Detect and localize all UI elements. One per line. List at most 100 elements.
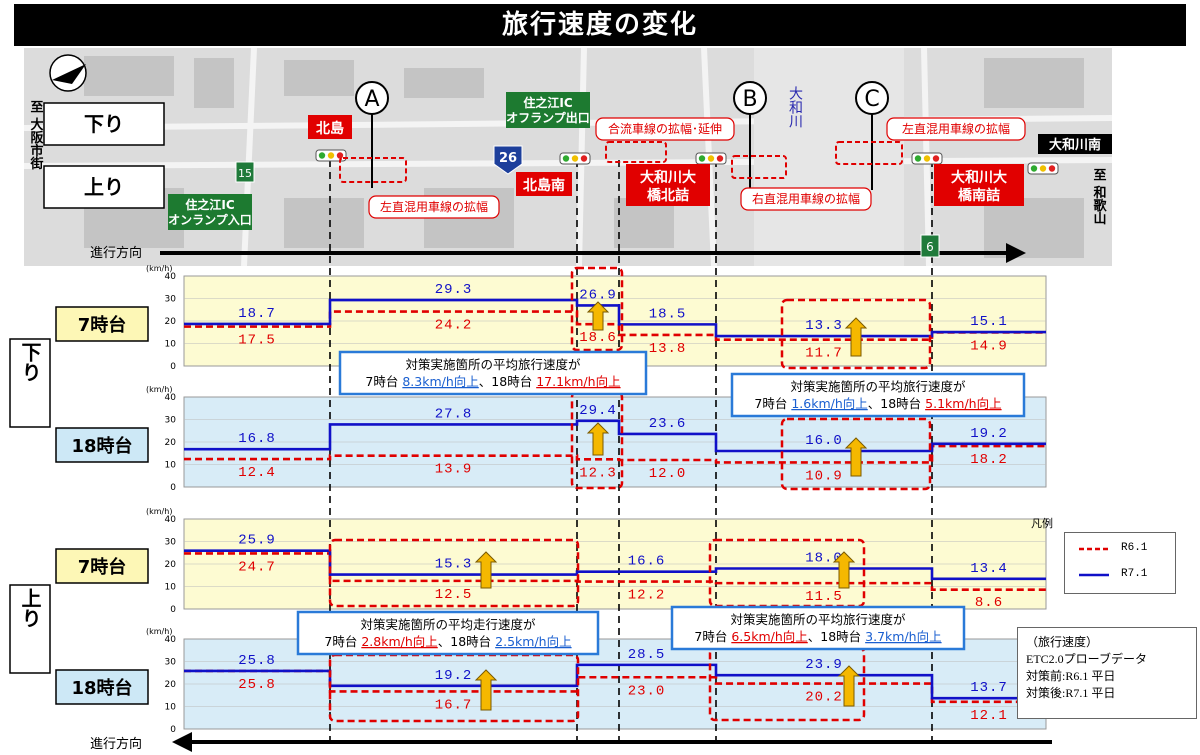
route-15-label: 15: [238, 167, 252, 180]
dest-right: 至 和歌山: [1091, 168, 1107, 226]
measure-area-highlight: [605, 141, 667, 163]
time-label-up-18-box: [55, 669, 149, 705]
annotation-value-18: 2.5km/h向上: [495, 634, 571, 649]
highlight-down7-c: [780, 298, 932, 370]
source-line-3: 対策前:R6.1 平日: [1026, 669, 1116, 683]
travel-direction-label-top: 進行方向: [90, 245, 142, 261]
annotation-value-7: 1.6km/h向上: [791, 396, 867, 411]
annotation-up-left-box: [296, 610, 600, 656]
signal-light: [1030, 165, 1038, 172]
y-tick-label: 30: [165, 658, 177, 668]
annotation-down-left-line1: 対策実施箇所の平均旅行速度が: [405, 357, 581, 372]
source-line-4: 対策後:R7.1 平日: [1026, 686, 1116, 700]
highlight-down18-c: [780, 417, 932, 491]
value-label-r7: 13.7: [970, 680, 1008, 696]
place-yamatogawa-minami-box: [1038, 134, 1112, 154]
ramp-off-label: 住之江IC: [523, 95, 572, 110]
value-label-r7: 28.5: [628, 647, 666, 663]
section-up-label: 上り: [18, 588, 42, 628]
measure-merge-box: [595, 117, 735, 141]
y-axis-unit: (km/h): [146, 627, 172, 636]
value-label-r7: 13.3: [805, 318, 843, 334]
measure-left-down: 左直混用車線の拡幅: [902, 121, 1010, 136]
annotation-prefix: 7時台: [694, 629, 731, 644]
value-label-r7: 27.8: [435, 406, 473, 422]
improve-arrow-icon: [474, 551, 498, 589]
signal-light: [318, 152, 326, 159]
value-label-r7: 25.8: [238, 653, 276, 669]
time-label-up-7: 7時台: [78, 556, 127, 578]
signal-light: [562, 155, 570, 162]
value-label-r6: 24.7: [238, 559, 276, 575]
value-label-r7: 19.2: [970, 426, 1008, 442]
annotation-down-left-box: [338, 350, 648, 396]
value-label-r6: 11.7: [805, 346, 843, 362]
y-tick-label: 40: [165, 393, 177, 403]
annotation-down-right-line1: 対策実施箇所の平均旅行速度が: [790, 379, 966, 394]
section-down-label: 下り: [18, 342, 42, 382]
highlight-down18-b: [570, 390, 624, 490]
value-label-r7: 23.9: [805, 657, 843, 673]
y-tick-label: 10: [165, 340, 177, 350]
page-title: 旅行速度の変化: [14, 4, 1186, 46]
y-tick-label: 10: [165, 461, 177, 471]
y-tick-label: 0: [170, 362, 176, 372]
data-source-box: （旅行速度） ETC2.0プローブデータ 対策前:R6.1 平日 対策後:R7.…: [1017, 627, 1197, 719]
time-label-up-18: 18時台: [71, 677, 132, 699]
y-tick-label: 20: [165, 317, 177, 327]
measure-area-highlight: [731, 155, 787, 179]
section-up-box: [9, 584, 51, 674]
annotation-value-18: 5.1km/h向上: [925, 396, 1001, 411]
improve-arrow-icon: [832, 551, 856, 589]
annotation-up-left-line1: 対策実施箇所の平均走行速度が: [360, 617, 536, 632]
value-label-r7: 13.4: [970, 561, 1008, 577]
measure-left-down-box: [886, 117, 1026, 141]
travel-arrow-right-head: [1006, 243, 1026, 263]
source-line-2: ETC2.0プローブデータ: [1026, 652, 1147, 666]
value-label-r6: 12.3: [579, 465, 617, 481]
value-label-r7: 15.1: [970, 314, 1008, 330]
route-6-label: 6: [926, 240, 934, 254]
place-kitajima-box: [308, 115, 352, 139]
value-label-r7: 18.5: [649, 306, 687, 322]
annotation-up-right-box: [670, 605, 966, 651]
improve-arrow-icon: [844, 317, 868, 357]
improve-arrow-icon: [837, 665, 861, 707]
y-tick-label: 30: [165, 538, 177, 548]
measure-area-highlight: [339, 157, 407, 183]
measure-merge: 合流車線の拡幅･延伸: [608, 121, 722, 136]
value-label-r6: 12.2: [628, 588, 666, 604]
y-tick-label: 0: [170, 725, 176, 735]
ramp-off-label-box: [506, 92, 590, 128]
value-label-r6: 16.7: [435, 697, 473, 713]
signal-light: [716, 155, 724, 162]
value-label-r6: 17.5: [238, 333, 276, 349]
annotation-up-right-line2: 7時台 6.5km/h向上、18時台 3.7km/h向上: [694, 629, 941, 644]
annotation-mid: 、18時台: [438, 634, 495, 649]
value-label-r7: 15.3: [435, 557, 473, 573]
map-label-down: 下り: [84, 112, 124, 136]
place-kitajima-minami-box: [516, 172, 572, 196]
value-label-r6: 20.2: [805, 690, 843, 706]
place-yamatogawa-minami: 大和川南: [1049, 137, 1101, 153]
y-axis-unit: (km/h): [146, 385, 172, 394]
value-label-r6: 18.2: [970, 452, 1008, 468]
value-label-r6: 14.9: [970, 338, 1008, 354]
annotation-mid: 、18時台: [868, 396, 925, 411]
value-label-r7: 29.4: [579, 403, 617, 419]
measure-left-up-box: [368, 195, 500, 219]
value-label-r7: 23.6: [649, 416, 687, 432]
value-label-r6: 18.6: [579, 330, 617, 346]
annotation-down-left-line2: 7時台 8.3km/h向上、18時台 17.1km/h向上: [365, 374, 620, 389]
time-label-up-7-box: [55, 548, 149, 584]
source-line-1: （旅行速度）: [1026, 635, 1099, 649]
point-marker-circle: [733, 81, 767, 115]
improve-arrow-icon: [844, 437, 868, 477]
ramp-on-label-box: [168, 194, 252, 230]
signal-light: [932, 155, 940, 162]
map-label-up: 上り: [84, 175, 124, 199]
legend: 凡例 R6.1 R7.1: [1031, 517, 1176, 594]
value-label-r7: 25.9: [238, 533, 276, 549]
time-label-down-18-box: [55, 427, 149, 463]
